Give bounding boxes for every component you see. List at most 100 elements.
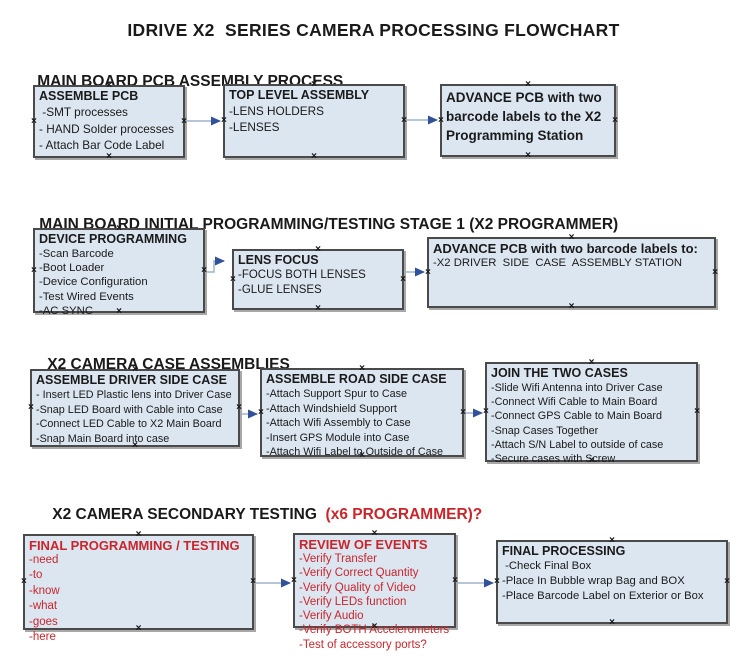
anchor-x-icon: × xyxy=(28,402,34,413)
anchor-x-icon: × xyxy=(609,617,615,628)
anchor-x-icon: × xyxy=(291,574,297,586)
box-item: -Verify Quality of Video xyxy=(299,581,416,594)
box-items: -Slide Wifi Antenna into Driver Case-Con… xyxy=(491,381,693,466)
box-item: -GLUE LENSES xyxy=(238,284,322,296)
box-title: FINAL PROCESSING xyxy=(502,544,626,558)
box-item: -what xyxy=(29,600,58,613)
box-item: -to xyxy=(29,569,43,582)
box-item: -Verify BOTH Accelerometers xyxy=(299,624,450,637)
flow-box-assemble-driver-side-case: ASSEMBLE DRIVER SIDE CASE - Insert LED P… xyxy=(28,365,242,451)
box-item: -Snap Cases Together xyxy=(491,424,599,437)
flow-box-final-programming-testing: FINAL PROGRAMMING / TESTING -need -to -kno… xyxy=(21,530,256,644)
box-item: -Attach Wifi Assembly to Case xyxy=(266,417,411,430)
box-item: -Place Barcode Label on Exterior or Box xyxy=(502,590,704,603)
anchor-x-icon: × xyxy=(460,406,466,418)
anchor-x-icon: × xyxy=(494,576,500,587)
box-item: - Attach Bar Code Label xyxy=(39,138,165,152)
box-item: -know xyxy=(29,584,60,597)
box-items: -LENS HOLDERS -LENSES xyxy=(229,103,400,135)
box-item: -X2 DRIVER SIDE CASE ASSEMBLY STATION xyxy=(433,257,683,269)
box-item: -Secure cases with Screw xyxy=(491,453,616,466)
box-item: -Attach Support Spur to Case xyxy=(266,388,408,400)
anchor-x-icon: × xyxy=(438,114,444,126)
flow-box-join-the-two-cases: JOIN THE TWO CASES -Slide Wifi Antenna i… xyxy=(483,358,700,466)
anchor-x-icon: × xyxy=(31,264,37,276)
box-title: DEVICE PROGRAMMING xyxy=(39,232,187,246)
flow-box-advance-to-driver-side-station: ADVANCE PCB with two barcode labels to: … xyxy=(425,233,718,312)
box-item: -Test Wired Events xyxy=(39,290,134,303)
section-heading-red-text: (x6 PROGRAMMER)? xyxy=(321,506,483,523)
anchor-x-icon: × xyxy=(21,576,27,587)
box-item: -Insert GPS Module into Case xyxy=(266,431,410,444)
anchor-x-icon: × xyxy=(236,402,242,413)
box-title: FINAL PROGRAMMING / TESTING xyxy=(29,538,240,553)
anchor-x-icon: × xyxy=(315,303,321,314)
anchor-x-icon: × xyxy=(400,273,406,285)
anchor-x-icon: × xyxy=(221,115,227,126)
box-items: -need -to -know -what -goes -here xyxy=(29,553,249,645)
box-item: -Attach Wifi Label to Outside of Case xyxy=(266,446,444,459)
box-item: -Attach Windshield Support xyxy=(266,402,397,415)
anchor-x-icon: × xyxy=(230,273,236,285)
box-item: -LENSES xyxy=(229,120,280,134)
box-title: ASSEMBLE ROAD SIDE CASE xyxy=(266,372,447,386)
flow-arrow xyxy=(206,256,225,273)
box-item: -Device Configuration xyxy=(39,276,148,289)
box-item: -here xyxy=(29,631,56,644)
anchor-x-icon: × xyxy=(612,114,618,126)
anchor-x-icon: × xyxy=(452,574,458,586)
box-item: -Scan Barcode xyxy=(39,248,114,260)
box-item: -LENS HOLDERS xyxy=(229,104,325,118)
box-items: - Insert LED Plastic lens into Driver Ca… xyxy=(36,388,235,446)
box-item: -Test of accessory ports? xyxy=(299,638,427,651)
box-title: ADVANCE PCB with two barcode labels to t… xyxy=(446,90,602,143)
box-items: -SMT processes - HAND Solder processes - A… xyxy=(39,104,180,154)
box-item: -Snap Main Board into case xyxy=(36,432,170,445)
box-item: -Place In Bubble wrap Bag and BOX xyxy=(502,575,685,588)
flow-box-review-of-events: REVIEW OF EVENTS -Verify Transfer -Verify… xyxy=(291,529,458,651)
flow-box-final-processing: FINAL PROCESSING -Check Final Box -Place … xyxy=(494,536,730,628)
box-item: - HAND Solder processes xyxy=(39,121,175,136)
anchor-x-icon: × xyxy=(694,406,700,417)
anchor-x-icon: × xyxy=(31,115,37,127)
box-title: JOIN THE TWO CASES xyxy=(491,366,628,380)
box-item: -Connect LED Cable to X2 Main Board xyxy=(36,418,222,431)
box-title: TOP LEVEL ASSEMBLY xyxy=(229,88,370,102)
box-item: -Snap LED Board with Cable into Case xyxy=(36,403,223,416)
flow-box-lens-focus: LENS FOCUS -FOCUS BOTH LENSES-GLUE LENSE… xyxy=(230,245,406,314)
flow-box-top-level-assembly: TOP LEVEL ASSEMBLY -LENS HOLDERS-LENSES … xyxy=(221,80,407,162)
box-item: -Connect GPS Cable to Main Board xyxy=(491,410,663,423)
anchor-x-icon: × xyxy=(258,406,264,418)
box-title: ASSEMBLE DRIVER SIDE CASE xyxy=(36,373,228,387)
anchor-x-icon: × xyxy=(483,406,489,417)
box-item: -Attach S/N Label to outside of case xyxy=(491,438,664,451)
anchor-x-icon: × xyxy=(401,115,407,126)
box-title: REVIEW OF EVENTS xyxy=(299,537,428,552)
section-heading-secondary-testing: X2 CAMERA SECONDARY TESTING (x6 PROGRAMM… xyxy=(35,488,482,542)
box-title: ADVANCE PCB with two barcode labels to: xyxy=(433,241,698,256)
flow-box-assemble-pcb: ASSEMBLE PCB -SMT processes - HAND Solder… xyxy=(31,81,187,162)
box-items: -X2 DRIVER SIDE CASE ASSEMBLY STATION xyxy=(433,256,711,271)
section-heading-text: X2 CAMERA SECONDARY TESTING xyxy=(52,506,322,523)
box-title: LENS FOCUS xyxy=(238,253,319,267)
box-item: -SMT processes xyxy=(39,105,128,119)
box-items: -Scan Barcode -Boot Loader-Device Configu… xyxy=(39,247,200,318)
anchor-x-icon: × xyxy=(311,151,317,162)
anchor-x-icon: × xyxy=(724,576,730,587)
box-item: -Verify Transfer xyxy=(299,553,377,565)
anchor-x-icon: × xyxy=(106,151,112,162)
box-title: ASSEMBLE PCB xyxy=(39,89,139,103)
box-item: -Boot Loader xyxy=(39,262,105,275)
flow-box-advance-to-programming-station: ADVANCE PCB with two barcode labels to t… xyxy=(438,80,618,161)
anchor-x-icon: × xyxy=(250,576,256,587)
box-item: -AC SYNC xyxy=(39,304,93,317)
box-item: -goes xyxy=(29,615,58,628)
flow-box-device-programming: DEVICE PROGRAMMING -Scan Barcode -Boot Lo… xyxy=(31,224,207,317)
box-item: - Insert LED Plastic lens into Driver Ca… xyxy=(36,389,232,401)
box-item: -Check Final Box xyxy=(502,560,592,572)
box-items: -Check Final Box -Place In Bubble wrap Ba… xyxy=(502,559,723,605)
anchor-x-icon: × xyxy=(525,150,531,161)
box-items: -FOCUS BOTH LENSES-GLUE LENSES xyxy=(238,268,399,298)
anchor-x-icon: × xyxy=(425,266,431,278)
box-item: -need xyxy=(29,554,59,566)
